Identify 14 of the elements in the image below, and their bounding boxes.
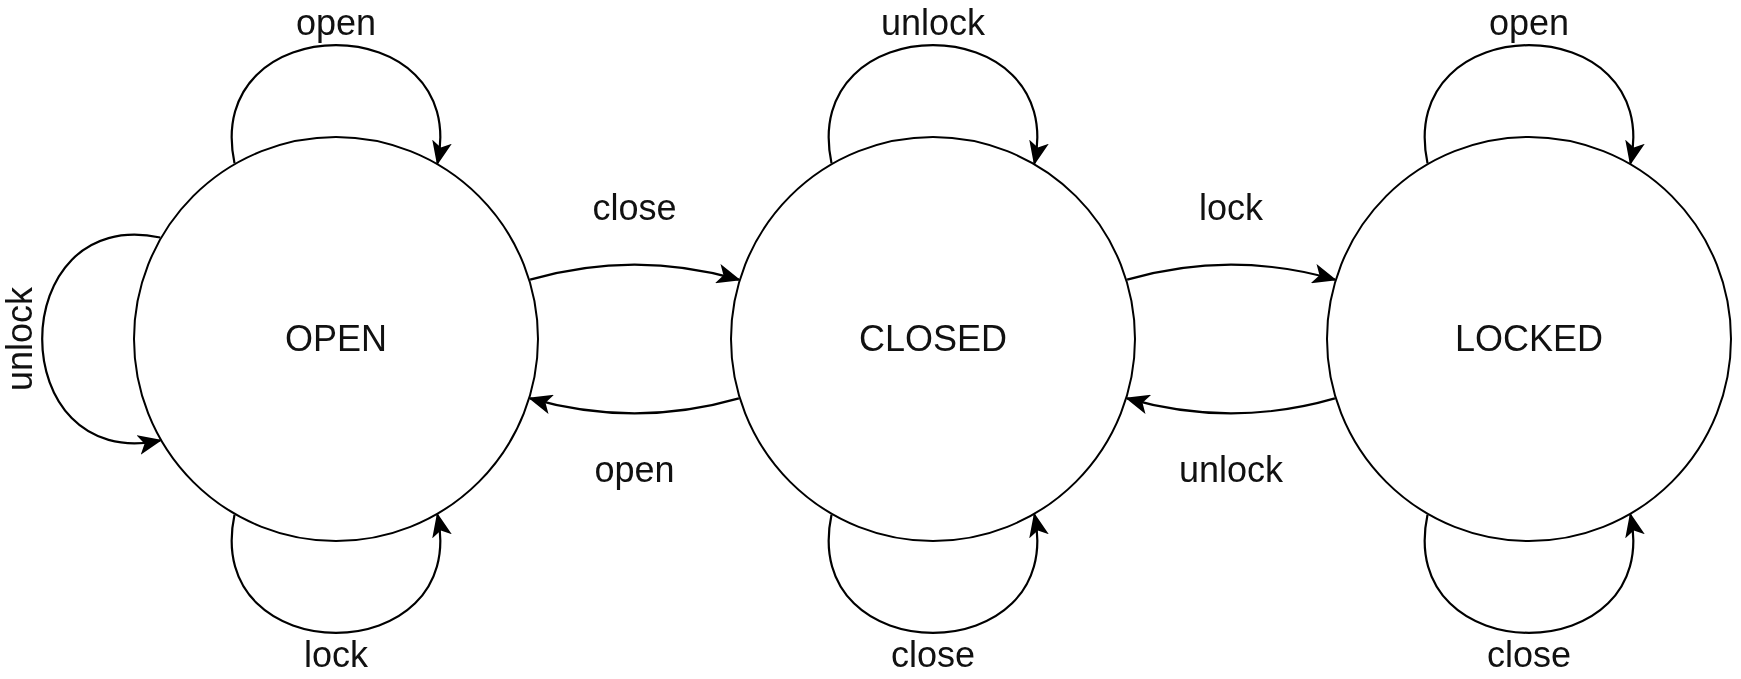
transition-arrow bbox=[828, 44, 1046, 166]
transition-arrow bbox=[528, 394, 740, 415]
transition-arrow bbox=[1126, 263, 1337, 284]
transition-arrow bbox=[529, 263, 741, 284]
transition-arrow bbox=[828, 512, 1046, 634]
state-label: LOCKED bbox=[1454, 318, 1603, 360]
transition-arrow bbox=[41, 234, 163, 452]
transition-arrow bbox=[231, 512, 449, 634]
transition-arrow bbox=[231, 44, 449, 166]
state-label: OPEN bbox=[285, 318, 387, 360]
state-label: CLOSED bbox=[858, 318, 1007, 360]
transition-arrow bbox=[1424, 44, 1642, 166]
transition-arrow bbox=[1125, 394, 1336, 415]
transition-arrow bbox=[1424, 512, 1642, 634]
